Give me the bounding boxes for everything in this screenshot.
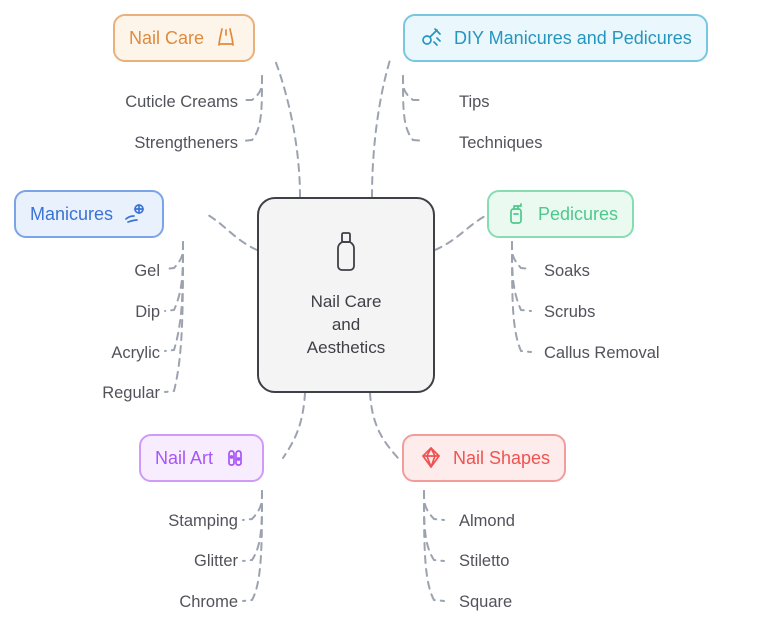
leaf-manicures-0: Gel — [134, 262, 160, 280]
branch-label-pedicures: Pedicures — [538, 204, 619, 224]
lotion-bottle-icon — [503, 201, 529, 227]
edge-manicures-leaf-2 — [164, 241, 184, 352]
branch-label-diy: DIY Manicures and Pedicures — [454, 28, 692, 48]
edge-nail-art-leaf-2 — [242, 490, 263, 602]
nail-polish-icon — [329, 231, 363, 280]
branch-label-nail-art: Nail Art — [155, 448, 214, 468]
edge-diy-leaf-0 — [402, 75, 425, 101]
branch-node-nail-art[interactable]: Nail Art — [139, 434, 265, 482]
leaf-manicures-2: Acrylic — [111, 344, 160, 362]
leaf-nail-art-1: Glitter — [193, 552, 238, 570]
leaf-pedicures-0: Soaks — [544, 262, 590, 280]
edge-diy-leaf-1 — [402, 75, 425, 142]
branch-node-nail-care[interactable]: Nail Care — [113, 14, 256, 62]
leaf-nail-shapes-0: Almond — [459, 512, 515, 530]
edge-nail-art-leaf-0 — [242, 490, 263, 521]
leaf-nail-shapes-1: Stiletto — [459, 552, 510, 570]
center-node[interactable]: Nail Care and Aesthetics — [257, 197, 435, 393]
leaf-diy-0: Tips — [459, 93, 490, 111]
branch-label-nail-shapes: Nail Shapes — [453, 448, 551, 468]
edge-manicures-leaf-1 — [164, 241, 184, 312]
branch-label-manicures: Manicures — [30, 204, 114, 224]
branch-node-diy-manicures-and-pedicures[interactable]: DIY Manicures and Pedicures — [403, 14, 708, 62]
leaf-diy-1: Techniques — [459, 134, 543, 152]
edge-nail-shapes-leaf-1 — [423, 490, 445, 562]
leaf-nail-art-2: Chrome — [179, 593, 238, 611]
edge-pedicures-leaf-1 — [511, 241, 532, 312]
edge-nail-shapes-leaf-2 — [423, 490, 445, 602]
leaf-nail-art-0: Stamping — [168, 512, 238, 530]
nail-tools-icon — [419, 25, 445, 51]
edge-nail-shapes-leaf-0 — [423, 490, 445, 521]
leaf-nail-shapes-2: Square — [459, 593, 513, 611]
diamond-shape-icon — [418, 445, 444, 471]
center-node-label: Nail Care and Aesthetics — [306, 292, 386, 357]
edge-nail-care-leaf-1 — [242, 75, 263, 142]
edge-center-nail-shapes — [369, 392, 399, 459]
leaf-pedicures-2: Callus Removal — [544, 344, 660, 362]
edge-center-nail-art — [282, 392, 306, 459]
nail-art-icon — [222, 445, 248, 471]
edge-nail-care-leaf-0 — [242, 75, 263, 101]
nail-clipper-icon — [213, 25, 239, 51]
leaf-nail-care-0: Cuticle Creams — [125, 93, 238, 111]
hand-nail-icon — [122, 201, 148, 227]
leaf-manicures-3: Regular — [102, 384, 160, 402]
edge-pedicures-leaf-2 — [511, 241, 532, 353]
branch-node-nail-shapes[interactable]: Nail Shapes — [402, 434, 567, 482]
leaf-nail-care-1: Strengtheners — [134, 134, 238, 152]
edge-center-pedicures — [434, 214, 488, 251]
edge-center-diy — [371, 59, 391, 198]
leaf-pedicures-1: Scrubs — [544, 303, 596, 321]
branch-label-nail-care: Nail Care — [129, 28, 205, 48]
leaf-manicures-1: Dip — [135, 303, 160, 321]
edge-manicures-leaf-0 — [164, 241, 184, 270]
branch-node-pedicures[interactable]: Pedicures — [487, 190, 635, 238]
edge-pedicures-leaf-0 — [511, 241, 532, 270]
edge-manicures-leaf-3 — [164, 241, 184, 393]
edge-center-nail-care — [274, 59, 301, 198]
branch-node-manicures[interactable]: Manicures — [14, 190, 165, 238]
edge-center-manicures — [207, 214, 258, 251]
edge-nail-art-leaf-1 — [242, 490, 263, 562]
